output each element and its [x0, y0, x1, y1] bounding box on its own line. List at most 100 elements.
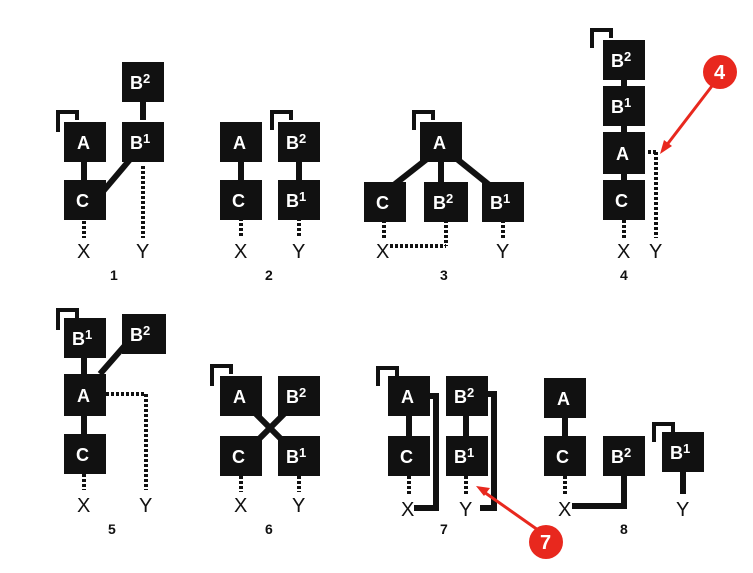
terminal-y: Y [459, 499, 472, 521]
node-b2-label: B [130, 73, 143, 93]
node-a [388, 376, 430, 416]
terminal-y: Y [292, 241, 305, 263]
node-a [220, 122, 262, 162]
svg-text:C: C [232, 447, 245, 467]
svg-text:A: A [233, 133, 246, 153]
terminal-y: Y [676, 499, 689, 521]
terminal-x: X [401, 499, 414, 521]
panel-6: A B2 C B1 X Y 6 [210, 364, 320, 537]
svg-text:C: C [615, 191, 628, 211]
svg-text:C: C [400, 447, 413, 467]
svg-text:B1: B1 [454, 445, 474, 467]
svg-text:A: A [77, 386, 90, 406]
node-b1 [278, 436, 320, 476]
panel-3: A C B2 B1 X Y 3 [364, 110, 524, 283]
terminal-y: Y [292, 495, 305, 517]
node-c [364, 182, 406, 222]
panel-number-2: 2 [265, 267, 273, 283]
svg-text:B1: B1 [286, 445, 306, 467]
node-b2 [122, 314, 166, 354]
node-c [64, 434, 106, 474]
callout-label-4: 4 [714, 62, 726, 84]
svg-text:B1: B1 [490, 191, 510, 213]
terminal-x: X [376, 241, 389, 263]
self-loop-a [210, 364, 233, 386]
panel-2: A B2 C B1 X Y 2 [220, 110, 320, 283]
node-a [64, 122, 106, 162]
node-c-label: C [76, 191, 89, 211]
self-loop-b2 [270, 110, 293, 130]
panel-4: B2 B1 A C X Y 4 4 [590, 28, 737, 283]
svg-text:A: A [433, 133, 446, 153]
node-b1 [122, 122, 164, 162]
self-loop-a [412, 110, 435, 130]
terminal-y: Y [136, 241, 149, 263]
callout-label-7: 7 [540, 532, 551, 554]
terminal-y: Y [649, 241, 662, 263]
node-c [220, 180, 262, 220]
self-loop-a [56, 110, 79, 132]
svg-text:B2: B2 [454, 385, 474, 407]
panel-number-8: 8 [620, 521, 628, 537]
svg-text:B1: B1 [130, 131, 150, 153]
node-b1 [446, 436, 488, 476]
svg-text:B2: B2 [130, 323, 150, 345]
svg-text:C: C [76, 445, 89, 465]
node-b2 [278, 376, 320, 416]
svg-text:B2: B2 [433, 191, 453, 213]
terminal-x: X [558, 499, 571, 521]
callout-badge-7 [529, 525, 563, 559]
svg-text:B2: B2 [286, 131, 306, 153]
node-a [64, 374, 106, 416]
node-b2 [603, 40, 645, 80]
node-b1 [64, 318, 106, 358]
node-b2 [424, 182, 468, 222]
callout-arrow-4 [664, 85, 714, 147]
self-loop-b2 [590, 28, 613, 48]
svg-text:B1: B1 [670, 441, 690, 463]
node-b2 [446, 376, 488, 416]
svg-text:A: A [401, 387, 414, 407]
self-loop-b1 [652, 422, 675, 442]
node-b1-label: B [130, 133, 143, 153]
panel-number-4: 4 [620, 267, 628, 283]
feedback-a-x [414, 393, 439, 511]
node-c [220, 436, 262, 476]
terminal-x: X [77, 241, 90, 263]
svg-text:C: C [556, 447, 569, 467]
panel-1: B2 B1 A C X Y 1 [56, 62, 164, 283]
terminal-x: X [234, 495, 247, 517]
svg-text:A: A [233, 387, 246, 407]
node-a [603, 132, 645, 174]
node-a [220, 376, 262, 416]
node-c [388, 436, 430, 476]
panel-number-6: 6 [265, 521, 273, 537]
panel-7: A C B2 B1 X Y 7 7 [376, 366, 563, 559]
terminal-y: Y [139, 495, 152, 517]
terminal-x: X [234, 241, 247, 263]
node-c [64, 180, 106, 220]
svg-text:C: C [232, 191, 245, 211]
panel-number-1: 1 [110, 267, 118, 283]
node-b2 [278, 122, 320, 162]
self-loop-a [376, 366, 399, 386]
feedback-b2-y [480, 391, 497, 511]
svg-text:B2: B2 [611, 49, 631, 71]
svg-text:B1: B1 [611, 95, 631, 117]
svg-text:B2: B2 [611, 445, 631, 467]
node-b1 [278, 180, 320, 220]
node-b1 [482, 182, 524, 222]
svg-text:B1: B1 [72, 327, 92, 349]
node-a [420, 122, 462, 162]
panel-8: A C B2 B1 X Y 8 [544, 378, 704, 537]
node-b1 [662, 432, 704, 472]
node-c [603, 180, 645, 220]
callout-arrow-7 [483, 490, 539, 532]
panel-number-5: 5 [108, 521, 116, 537]
node-b2 [603, 436, 645, 476]
svg-text:B2: B2 [130, 71, 150, 93]
node-b2 [122, 62, 164, 102]
node-c [544, 436, 586, 476]
node-a-label: A [77, 133, 90, 153]
